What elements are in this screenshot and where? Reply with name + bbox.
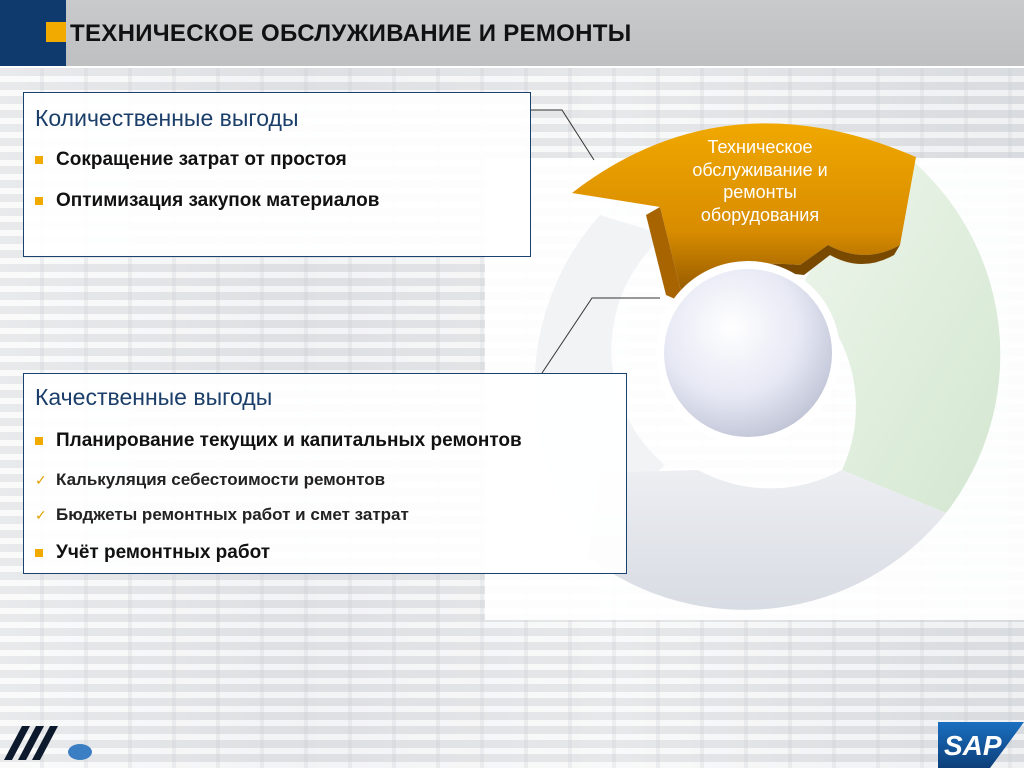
dot-icon <box>68 744 92 760</box>
connector-line-middle <box>541 297 660 374</box>
wheel-label-line-2: обслуживание и <box>692 159 828 180</box>
square-bullet-icon <box>35 156 43 164</box>
wheel-hub-sphere <box>664 269 832 437</box>
wheel-segment-highlight-edge <box>646 207 684 303</box>
qualitative-benefits-title: Качественные выгоды <box>35 384 273 410</box>
list-item-label: Бюджеты ремонтных работ и смет затрат <box>56 505 409 524</box>
list-item-label: Оптимизация закупок материалов <box>56 190 380 211</box>
wheel-segment-bottom <box>588 470 946 610</box>
list-item-label: Калькуляция себестоимости ремонтов <box>56 470 386 489</box>
sap-logo: SAP <box>938 722 1024 768</box>
list-item: ✓ Бюджеты ремонтных работ и смет затрат <box>35 505 409 525</box>
qualitative-benefits-box: Качественные выгоды Планирование текущих… <box>23 373 627 574</box>
wheel-label-line-3: ремонты <box>723 182 797 202</box>
header-divider <box>0 66 1024 68</box>
list-item: Учёт ремонтных работ <box>35 542 270 564</box>
wheel-segment-highlight <box>572 123 916 303</box>
header-square-icon <box>46 22 66 42</box>
list-item: Сокращение затрат от простоя <box>35 149 347 171</box>
page-title: ТЕХНИЧЕСКОЕ ОБСЛУЖИВАНИЕ И РЕМОНТЫ <box>70 20 632 47</box>
square-bullet-icon <box>35 549 43 557</box>
stripes-icon <box>4 726 58 760</box>
square-bullet-icon <box>35 437 43 445</box>
wheel-label-line-4: оборудования <box>700 204 820 225</box>
wheel-label-line-1: Техническое <box>707 137 813 157</box>
list-item: ✓ Калькуляция себестоимости ремонтов <box>35 470 385 490</box>
header-bar: ТЕХНИЧЕСКОЕ ОБСЛУЖИВАНИЕ И РЕМОНТЫ <box>0 0 1024 68</box>
checkmark-icon: ✓ <box>35 507 47 523</box>
quantitative-benefits-title: Количественные выгоды <box>35 105 299 131</box>
list-item: Оптимизация закупок материалов <box>35 190 379 212</box>
square-bullet-icon <box>35 197 43 205</box>
wheel-segment-highlight-bottom-edge <box>684 245 900 309</box>
list-item: Планирование текущих и капитальных ремон… <box>35 430 522 452</box>
quantitative-benefits-box: Количественные выгоды Сокращение затрат … <box>23 92 531 257</box>
list-item-label: Сокращение затрат от простоя <box>56 149 347 170</box>
list-item-label: Планирование текущих и капитальных ремон… <box>56 430 522 451</box>
list-item-label: Учёт ремонтных работ <box>56 542 271 563</box>
connector-line-top <box>530 109 595 161</box>
sap-logo-text: SAP <box>944 730 1002 761</box>
checkmark-icon: ✓ <box>35 472 47 488</box>
wheel-highlight-label: Техническое обслуживание и ремонты обору… <box>660 136 860 226</box>
